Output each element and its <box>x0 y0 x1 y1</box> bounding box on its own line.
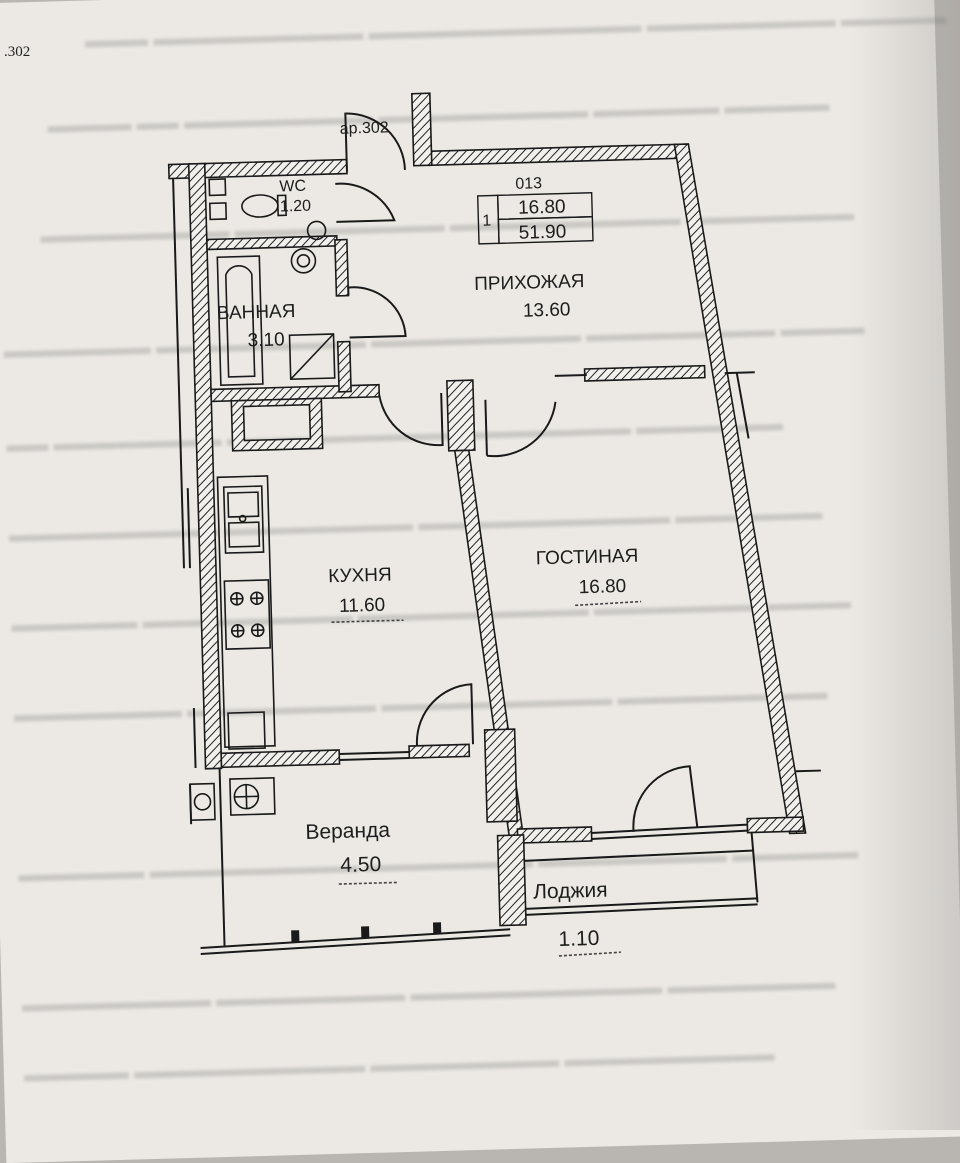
room-area-wc: 1.20 <box>280 198 312 216</box>
door-living-hall <box>485 398 557 457</box>
room-name-veranda: Веранда <box>305 819 391 844</box>
unit-info-box: 013 1 16.80 51.90 <box>477 174 593 245</box>
wall-loggia-left <box>498 835 527 926</box>
stove <box>224 580 270 649</box>
wall-bath-right <box>335 240 349 296</box>
room-area-kitchen: 11.60 <box>339 595 386 617</box>
entrance-door-label: ар.302 <box>340 119 389 137</box>
unit-total-area: 51.90 <box>518 221 566 243</box>
room-name-kitchen: КУХНЯ <box>328 564 392 587</box>
unit-number: 013 <box>515 175 542 193</box>
room-area-veranda: 4.50 <box>340 853 382 877</box>
door-living-loggia <box>632 766 698 832</box>
room-labels: WC 1.20 ВАННАЯ 3.10 ПРИХОЖАЯ 13.60 КУХНЯ… <box>213 169 651 965</box>
unit-rooms: 1 <box>482 213 491 230</box>
room-name-loggia: Лоджия <box>533 879 608 904</box>
room-area-bath: 3.10 <box>247 329 285 351</box>
door-kitchen-hall <box>379 393 442 447</box>
room-name-wc: WC <box>279 178 306 196</box>
room-name-bath: ВАННАЯ <box>217 301 296 324</box>
wall-living-top <box>585 366 705 381</box>
room-area-hall: 13.60 <box>523 299 571 321</box>
wall-right <box>674 141 805 836</box>
door-bath <box>348 286 405 338</box>
door-wc <box>335 182 394 222</box>
wall-left <box>189 164 222 769</box>
wall-living-bottom-pier <box>485 729 518 822</box>
bath-sink <box>291 248 316 273</box>
floor-plan: 013 1 16.80 51.90 ар.302 WC 1.20 ВАННАЯ … <box>0 0 960 1130</box>
doors <box>333 104 697 839</box>
wall-partition-column <box>447 380 475 451</box>
kitchen-duct <box>231 398 322 450</box>
wall-bath-right-2 <box>338 342 351 392</box>
room-name-living: ГОСТИНАЯ <box>536 546 639 570</box>
unit-living-area: 16.80 <box>518 196 566 218</box>
wall-entrance-right <box>412 93 432 165</box>
room-area-loggia: 1.10 <box>558 927 600 951</box>
wall-wc-bath <box>207 236 337 250</box>
wall-kitchen-bottom <box>221 750 339 767</box>
toilet <box>242 195 279 218</box>
fridge <box>228 712 265 749</box>
wall-living-bottom-left <box>517 827 591 843</box>
room-name-hall: ПРИХОЖАЯ <box>474 271 585 295</box>
wall-top <box>413 144 688 166</box>
wall-kitchen-bottom-2 <box>409 744 469 758</box>
room-area-living: 16.80 <box>578 576 626 598</box>
wall-living-bottom-right <box>747 817 803 833</box>
door-kitchen-veranda <box>415 684 473 746</box>
